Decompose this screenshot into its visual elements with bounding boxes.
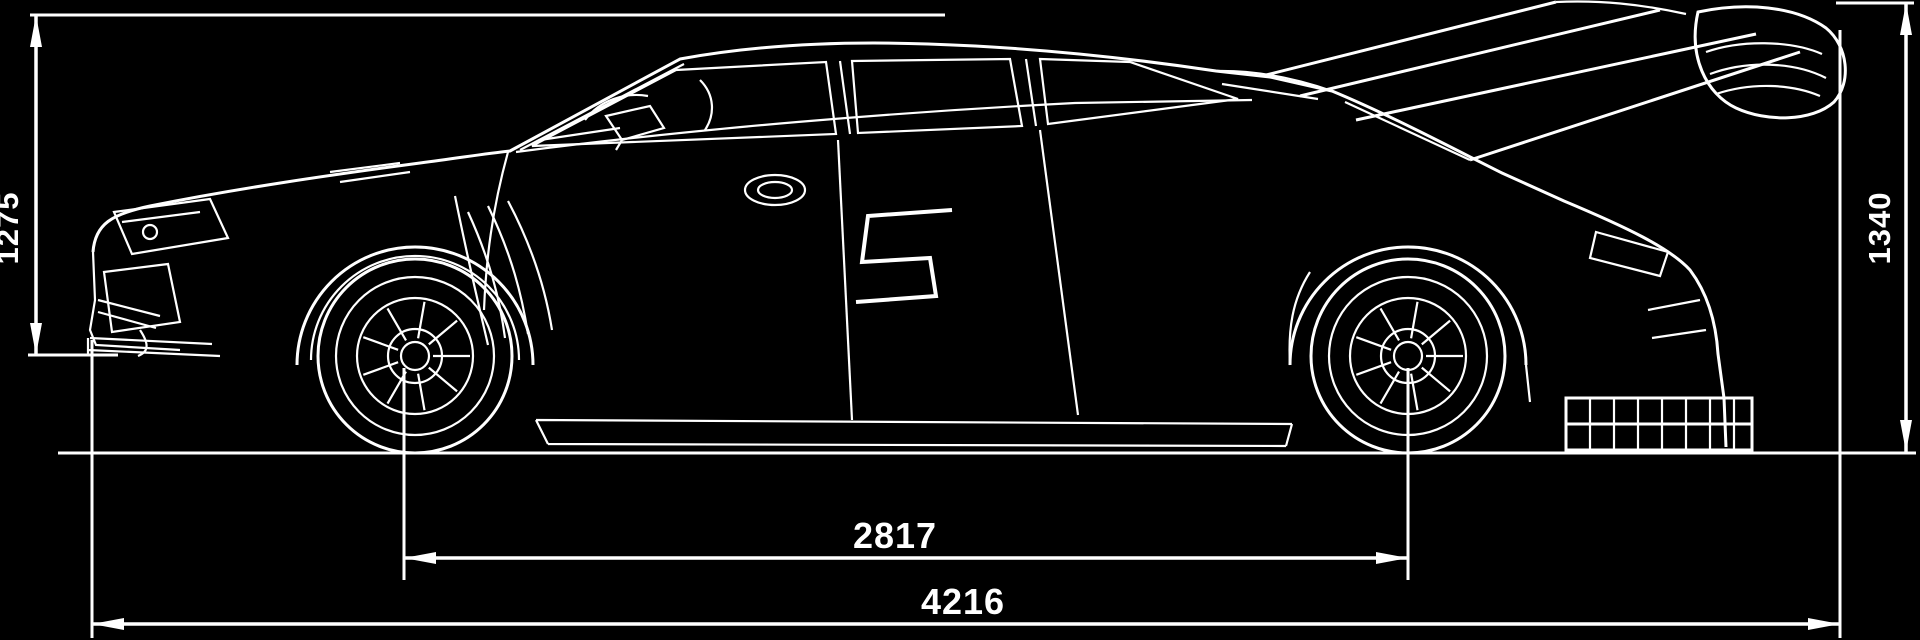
front-canards [97,298,161,330]
side-mirror [604,104,666,151]
rear-door-window [850,57,1024,135]
side-skirt [535,418,1294,448]
rear-spokes [1355,301,1463,411]
headlight-projector [141,223,159,241]
door-emblem-outer [743,173,807,207]
front-door-cutline [836,139,854,421]
door-emblem-inner [756,180,794,200]
beltline [515,98,1253,154]
quarter-window [1038,57,1239,126]
car-drawing [58,0,1916,455]
rear-wing [1261,0,1847,162]
front-splitter [86,336,221,358]
fender-vent-strakes [453,195,554,346]
roof-spoiler [1215,69,1333,101]
front-bumper-outline [88,251,181,352]
a-pillar-inner [519,63,685,151]
hood-vents [329,161,411,184]
dim-overall-length: 4216 [90,30,1842,638]
diffuser-outline [1564,396,1754,452]
hood-shutline [482,151,510,311]
wing-supports [1261,0,1801,162]
interior-sketch [539,79,713,142]
c-pillar [1024,58,1038,127]
rear-fender-lines [1288,271,1532,403]
rear-hub [1392,340,1424,372]
wing-elements [1705,42,1827,98]
front-spokes [362,301,470,411]
rear-glass-line [1344,101,1471,161]
dim-height-right: 1340 [1836,1,1914,452]
dim-height-left: 1275 [0,13,945,357]
dim-wheelbase: 2817 [402,368,1410,580]
front-intake [102,262,182,334]
front-hub [399,340,431,372]
taillight [1588,230,1670,278]
door-graphic [855,208,953,304]
front-tire-inner [334,275,496,437]
front-rim [355,296,475,416]
rear-door-cutline [1038,129,1080,416]
front-wheel-arch [295,245,535,366]
dim-label-overall-length: 4216 [921,581,1005,622]
rear-vent-lines [1647,298,1707,340]
b-pillar [838,60,852,135]
dim-label-height-left: 1275 [0,192,25,265]
tow-hook [137,329,148,358]
rear-wheel-arch [1288,245,1528,366]
diffuser-slats [1588,398,1736,450]
dim-label-height-right: 1340 [1862,192,1897,265]
car-outline [91,41,1728,448]
rear-diffuser [1564,396,1754,452]
front-wheel-arch-inner [309,254,521,361]
headlight [112,197,230,256]
wing-swan-neck [1555,0,1687,16]
front-tire-outer [316,257,514,455]
wing-endplate [1693,5,1847,120]
front-wheel [316,257,514,455]
dim-label-wheelbase: 2817 [853,515,937,556]
